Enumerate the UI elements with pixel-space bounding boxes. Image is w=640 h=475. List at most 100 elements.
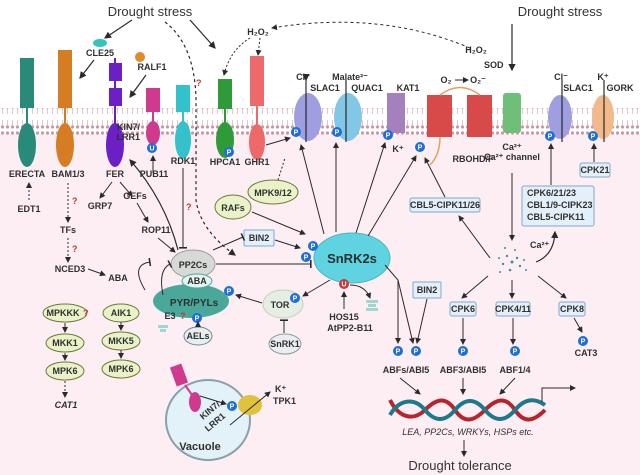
snrk2-abi5-arrow — [397, 279, 415, 344]
badge-letter: P — [591, 134, 596, 141]
snrk1-label: SnRK1 — [270, 339, 300, 349]
snrk2-tor-arrow — [302, 279, 331, 297]
mpk6-label-1: MPK6 — [52, 366, 77, 376]
gene-list: LEA, PP2Cs, WRKYs, HSPs etc. — [402, 427, 534, 437]
badge-letter: P — [396, 349, 401, 356]
k-tpk1-label: K⁺ — [275, 384, 286, 394]
badge-letter: P — [227, 150, 232, 157]
aels-label: AELs — [186, 331, 209, 341]
p-badge-cat3 — [578, 336, 588, 346]
k-gork-ion: K⁺ — [597, 72, 608, 82]
malate-ion: Malate²⁻ — [332, 72, 368, 82]
ca-channel — [503, 93, 521, 133]
mpk912-label: MPK9/12 — [254, 188, 292, 198]
ca-cbl-arrow — [458, 215, 491, 259]
slac1-right-channel — [548, 95, 572, 139]
abf14-label: ABF1/4 — [499, 365, 530, 375]
aik1-label: AIK1 — [111, 308, 132, 318]
hos15-label: HOS15 — [329, 312, 359, 322]
cpk-stack-2: CBL1/9-CIPK23 — [527, 200, 593, 210]
cbl5-cipk11-26-box — [409, 197, 481, 213]
p-badge-slac1-right — [545, 131, 555, 141]
gefs-label: GEFs — [123, 191, 147, 201]
ca-cpk-arrow — [535, 230, 559, 263]
badge-letter: P — [386, 133, 391, 140]
fer-label: FER — [106, 169, 125, 179]
k-ion-kat1: K⁺ — [392, 144, 403, 154]
snrk1-node — [268, 333, 302, 355]
tpk1-k-arrow — [229, 391, 271, 426]
arrow-stress-hpca1 — [189, 19, 216, 49]
ca-cytosol-label: Ca²⁺ — [530, 240, 550, 250]
kat1-label: KAT1 — [397, 83, 420, 93]
bam-label: BAM1/3 — [51, 169, 84, 179]
p-badge-snrk2-2 — [301, 252, 311, 262]
drought-tolerance-label: Drought tolerance — [408, 458, 511, 473]
aba-node — [181, 273, 213, 289]
bin2-right-box — [412, 281, 442, 299]
gork-channel — [592, 95, 614, 139]
aba-label-left: ABA — [108, 273, 128, 283]
ralf1-arrow — [129, 74, 147, 98]
mapk-cascade-1 — [42, 303, 88, 381]
p-badge-abf3 — [458, 346, 468, 356]
vacuole-kin7-receptor — [169, 363, 201, 412]
erecta-receptor — [18, 58, 36, 167]
snrk2-degradation-arrow — [349, 284, 372, 299]
ghr1-slac1-arrow — [265, 136, 291, 146]
cpk8-box — [558, 301, 586, 317]
p-badge-pyr-1 — [224, 286, 234, 296]
p-badge-abf14 — [510, 346, 520, 356]
cbl-rboh-arrow — [424, 157, 446, 198]
question-mark: ? — [196, 78, 202, 88]
kat1-channel — [387, 93, 405, 133]
cl-right-ion: Cl⁻ — [554, 72, 568, 82]
cpk411-box — [495, 301, 531, 317]
o2-label: O₂ — [441, 75, 452, 85]
badge-letter: P — [294, 130, 299, 137]
bin2-right-label: BIN2 — [417, 285, 438, 295]
tor-label: TOR — [271, 300, 290, 310]
dna-helix — [388, 398, 547, 422]
p-badge-rboh — [415, 142, 425, 152]
hpca1-label: HPCA1 — [210, 157, 241, 167]
cle25-label: CLE25 — [86, 48, 114, 58]
proteasome-icon — [158, 325, 168, 332]
badge-letter: P — [548, 134, 553, 141]
aik1-link — [138, 257, 152, 291]
kin7-tpk1-arrow — [199, 395, 227, 406]
question-mark: ? — [186, 202, 192, 212]
rop11-pp2cs-arrow — [157, 237, 176, 253]
abf14-dna-arrow — [499, 377, 516, 395]
transcription-start-arrow — [541, 385, 576, 402]
p-badge-abfs — [393, 346, 403, 356]
drought-stress-title-right: Drought stress — [518, 4, 603, 19]
slac1-right-label: SLAC1 — [563, 83, 593, 93]
pub11-label: PUB11 — [140, 169, 169, 179]
lrr1-label: LRR1 — [116, 132, 140, 142]
edt1-label: EDT1 — [17, 204, 40, 214]
mpkkk-label: MPKKK — [47, 308, 80, 318]
ca-channel-label: Ca²⁺ channel — [484, 152, 540, 162]
abfs-dna-arrow — [399, 377, 421, 395]
ghr1-label: GHR1 — [244, 157, 269, 167]
h2o2-diffusion-arrow — [271, 21, 471, 49]
pyr-pyls-label: PYR/PYLs — [170, 298, 219, 309]
ca-cpk6-arrow — [461, 275, 489, 299]
badge-letter: P — [230, 404, 235, 411]
rboh-label: RBOHD/F — [453, 154, 494, 164]
question-mark: ? — [72, 244, 78, 254]
p-badge-tor — [290, 293, 300, 303]
cpk6-box — [449, 301, 477, 317]
bin2-abfs-arrow — [415, 298, 428, 344]
ca-ion: Ca²⁺ — [502, 142, 522, 152]
h2o2-left: H₂O₂ — [247, 27, 269, 37]
grp7-label: GRP7 — [88, 201, 113, 211]
cat1-label: CAT1 — [55, 400, 78, 410]
kin7-label: KIN7/ — [117, 122, 141, 132]
p-badge-kat1 — [383, 130, 393, 140]
badge-letter: P — [414, 349, 419, 356]
h2o2-right: H₂O₂ — [465, 45, 487, 55]
